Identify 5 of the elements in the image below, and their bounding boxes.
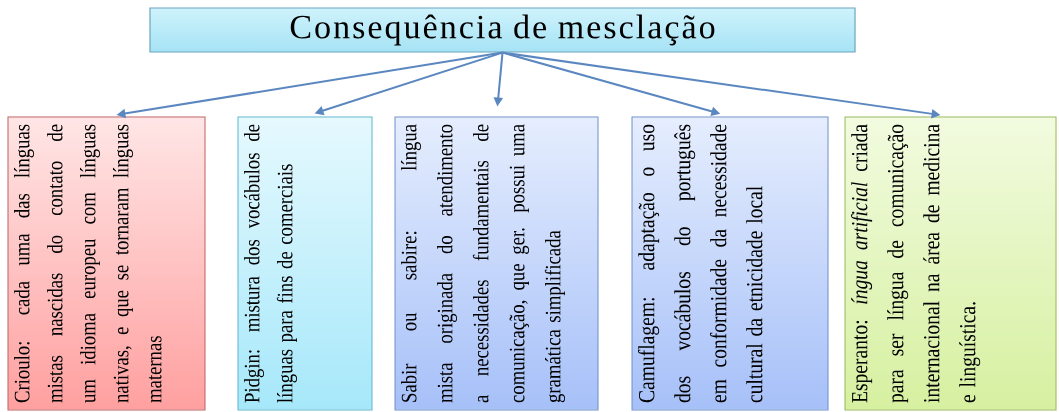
text-box: Crioulo: cada uma das línguas mistas nascidas do contato de um idioma europeu com línguas nativas, e que se tornaram línguas maternas: [7, 116, 206, 411]
title-box: Consequência de mesclação: [149, 7, 856, 53]
text-box: Sabir ou sabire: língua mista originada do atendimento a necessidades fundamentais de comunicação, que ger. possui uma gramática simplificada: [394, 116, 599, 411]
text-box: Pidgin: mistura dos vocábulos de línguas para fins de comerciais: [237, 116, 373, 411]
text-box: Camuflagem: adaptação o uso dos vocábulos do português em conformidade da necessidade cultural da etnicidade local: [631, 116, 829, 411]
